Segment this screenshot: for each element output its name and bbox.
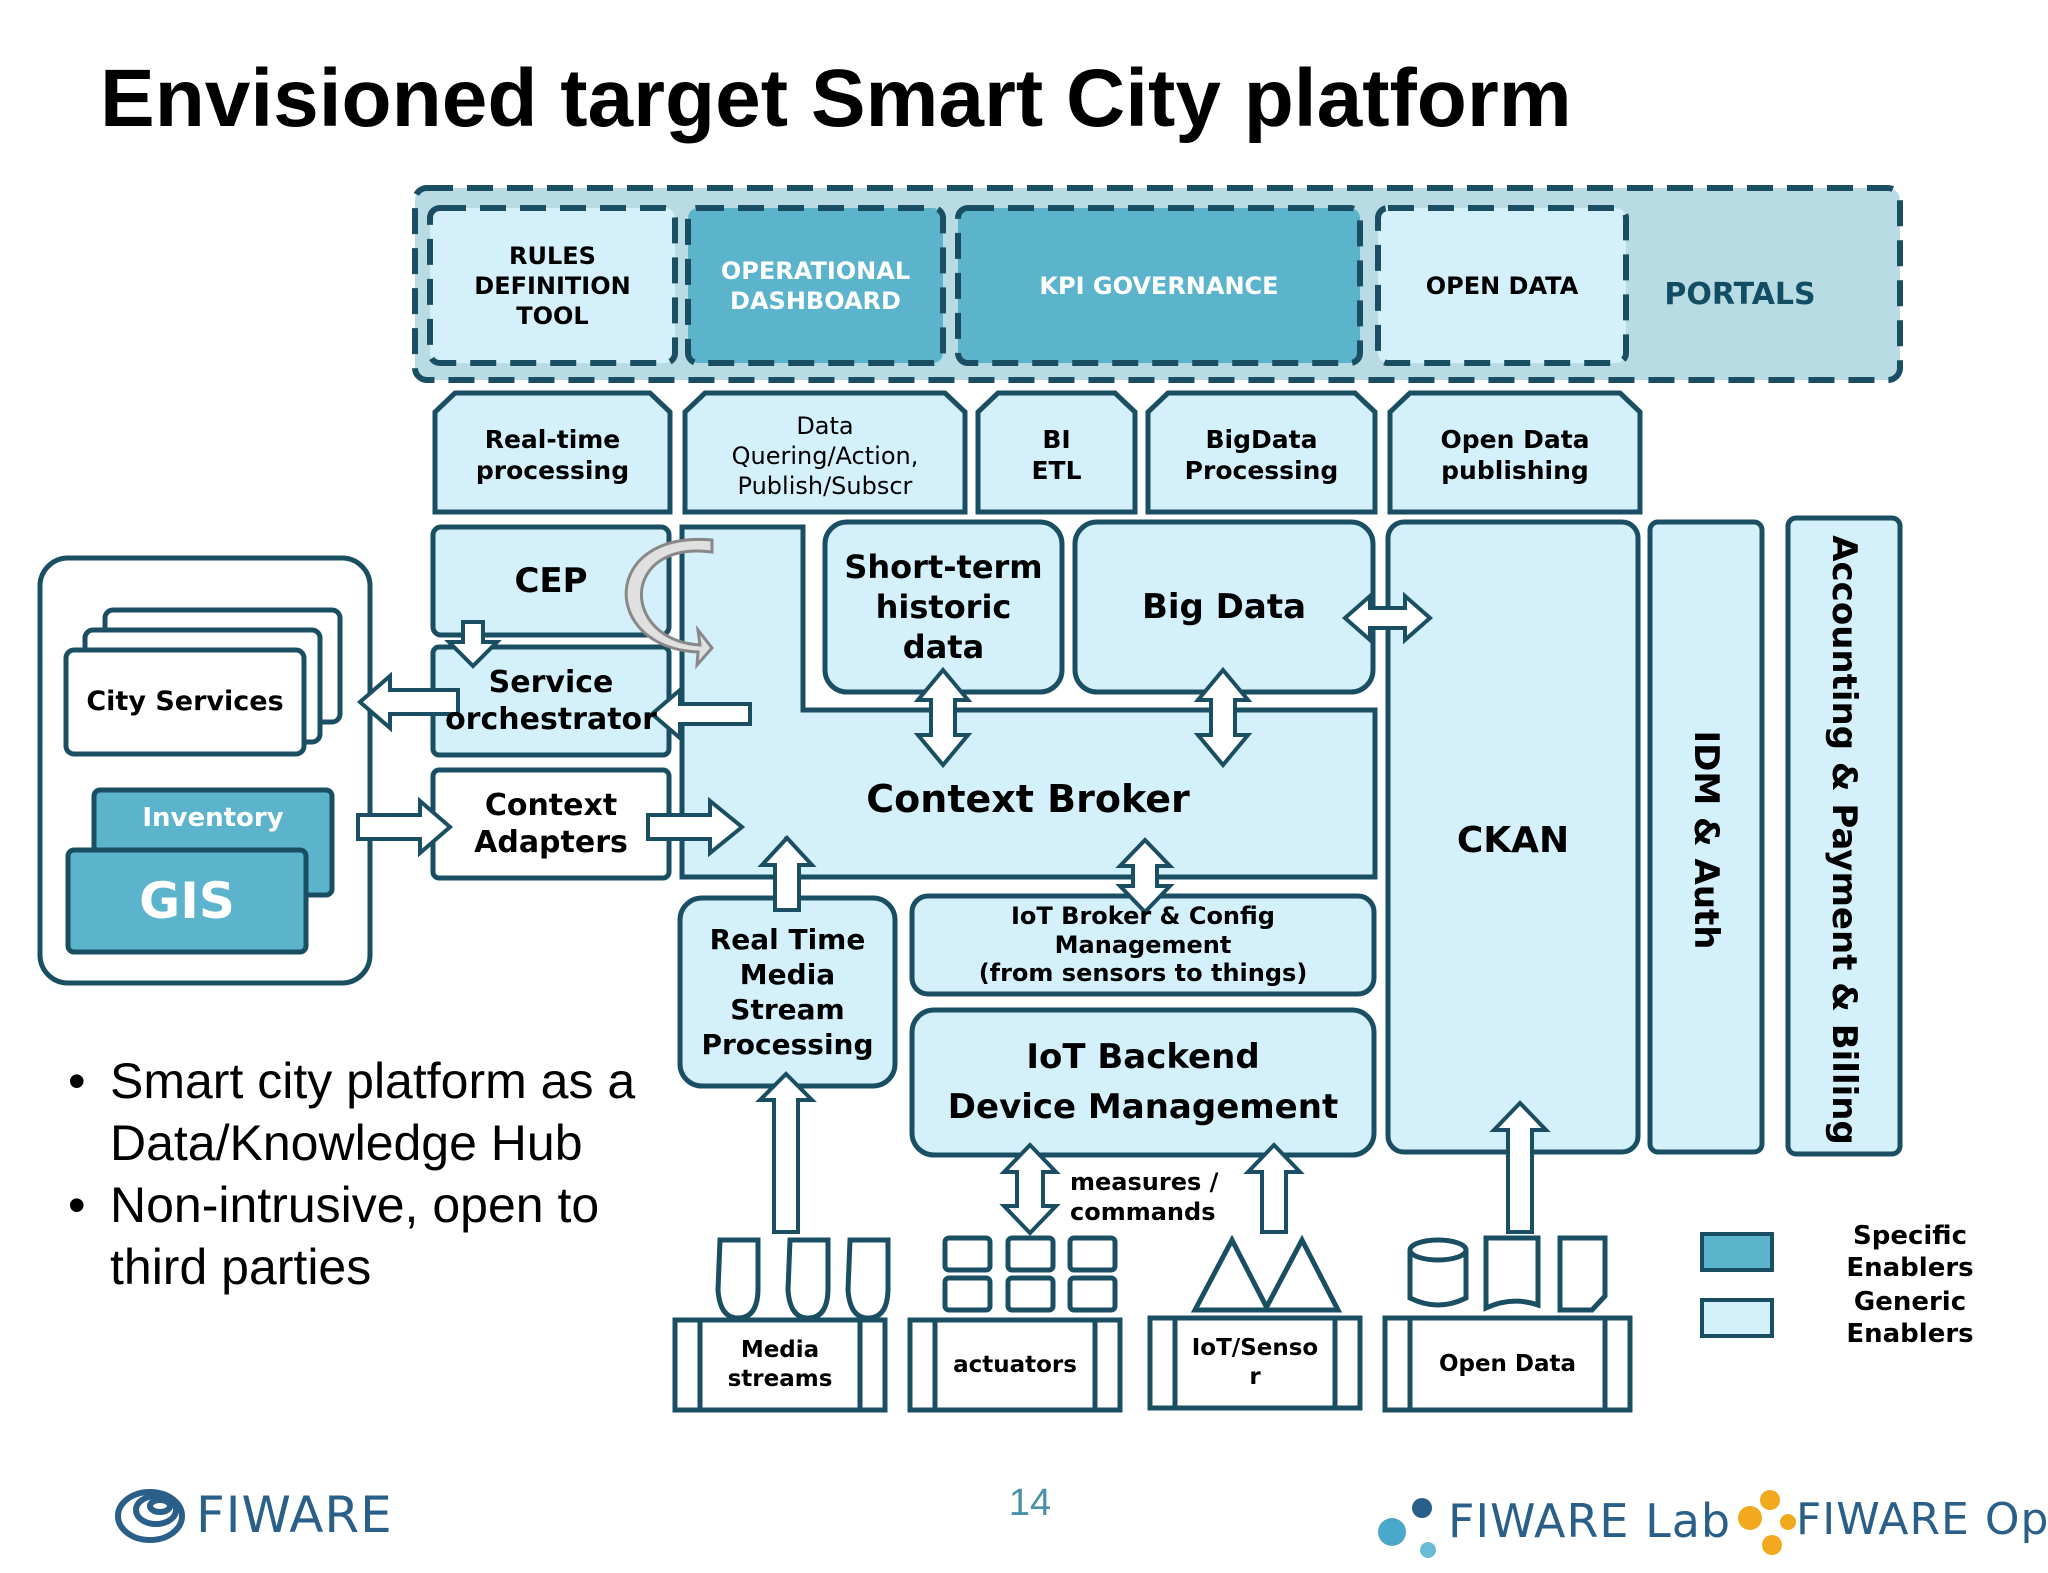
- rules-definition-label: RULES DEFINITION TOOL: [474, 241, 631, 330]
- inventory-label: Inventory: [142, 802, 284, 833]
- opendata-up-arrow: [1489, 1100, 1551, 1234]
- short-term-double-arrow: [913, 666, 973, 769]
- context-broker-label: Context Broker: [866, 777, 1190, 822]
- cep-label: CEP: [514, 560, 588, 601]
- idm-box: [1647, 519, 1765, 1155]
- media-disc-icon: [845, 1237, 891, 1321]
- actuator-grid-icon: [942, 1235, 1118, 1313]
- generic-enabler-swatch: [1700, 1298, 1774, 1338]
- media-up-arrow: [755, 1071, 817, 1234]
- measures-label: measures / commands: [1070, 1168, 1219, 1226]
- fiware-lab-logo-text: FIWARE Lab: [1448, 1494, 1732, 1548]
- big-data-label: Big Data: [1141, 586, 1307, 627]
- short-term-label: Short-term historic data: [844, 548, 1043, 666]
- city-services-box: [63, 647, 307, 757]
- actuators-label: actuators: [953, 1351, 1077, 1378]
- city-services-label: City Services: [86, 686, 284, 718]
- kpi-governance-label: KPI GOVERNANCE: [1039, 271, 1279, 300]
- orchestrator-left-arrow: [356, 671, 460, 733]
- gis-right-arrow: [356, 796, 454, 858]
- bigdata-processing-box: [1145, 390, 1378, 515]
- bigdata-processing-label: BigData Processing: [1184, 424, 1339, 485]
- gis-box: [65, 847, 309, 955]
- actuators-double-arrow: [999, 1142, 1061, 1236]
- specific-enabler-swatch: [1700, 1232, 1774, 1272]
- generic-enabler-label: Generic Enablers: [1846, 1286, 1974, 1350]
- bullet-item: Non-intrusive, open to third parties: [62, 1174, 682, 1298]
- accounting-label: Accounting & Payment & Billing: [1824, 535, 1864, 1145]
- open-data-source-box: [1382, 1315, 1633, 1413]
- media-streams-box: [672, 1317, 888, 1413]
- media-disc-icon: [785, 1237, 831, 1321]
- bullet-item: Smart city platform as a Data/Knowledge …: [62, 1050, 682, 1174]
- media-disc-icon: [715, 1237, 761, 1321]
- media-streams-label: Media streams: [727, 1337, 833, 1392]
- gis-label: GIS: [139, 871, 235, 930]
- iot-broker-label: IoT Broker & Config Management (from sen…: [978, 901, 1308, 988]
- open-data-portal-box: [1375, 205, 1629, 366]
- adapters-right-arrow: [646, 796, 746, 858]
- actuators-box: [907, 1317, 1123, 1413]
- open-data-publishing-box: [1387, 390, 1643, 515]
- sensor-triangle-icon: [1190, 1234, 1343, 1313]
- realtime-processing-box: [432, 390, 673, 515]
- fiware-ops-logo-icon: [1738, 1490, 1796, 1555]
- cep-box: [430, 524, 672, 638]
- ckan-label: CKAN: [1456, 819, 1570, 861]
- iot-sensor-label: IoT/Senso r: [1191, 1335, 1319, 1390]
- operational-dashboard-box: [685, 205, 946, 366]
- iot-sensor-box: [1147, 1315, 1363, 1411]
- realtime-processing-label: Real-time processing: [475, 424, 630, 485]
- open-data-portal-label: OPEN DATA: [1425, 271, 1579, 300]
- page-title: Envisioned target Smart City platform: [100, 53, 1572, 144]
- open-data-icons: [1407, 1235, 1608, 1313]
- bullet-list: Smart city platform as a Data/Knowledge …: [62, 1050, 682, 1298]
- broker-left-arrow: [648, 685, 752, 743]
- bi-etl-label: BI ETL: [1031, 424, 1082, 485]
- rt-media-label: Real Time Media Stream Processing: [701, 923, 874, 1061]
- big-data-double-arrow: [1193, 666, 1253, 769]
- portals-label: PORTALS: [1664, 277, 1816, 313]
- bigdata-ckan-arrow: [1341, 591, 1434, 645]
- context-broker-box: [679, 524, 1378, 880]
- fiware-logo-icon: [115, 1489, 185, 1543]
- bi-etl-box: [975, 390, 1138, 515]
- specific-enabler-label: Specific Enablers: [1846, 1220, 1974, 1284]
- fiware-ops-logo-text: FIWARE Ops: [1796, 1494, 2048, 1545]
- rules-definition-box: [427, 205, 678, 366]
- accounting-box: [1785, 515, 1903, 1157]
- broker-iot-double-arrow: [1115, 837, 1175, 915]
- fiware-lab-logo-icon: [1378, 1498, 1436, 1558]
- page-number: 14: [1008, 1482, 1052, 1524]
- sensor-up-arrow: [1243, 1142, 1305, 1234]
- cep-curved-arrow: [624, 537, 714, 670]
- open-data-publishing-label: Open Data publishing: [1440, 424, 1590, 485]
- context-adapters-label: Context Adapters: [474, 787, 628, 861]
- cep-down-arrow: [444, 620, 502, 669]
- operational-dashboard-label: OPERATIONAL DASHBOARD: [720, 256, 911, 315]
- iot-backend-label: IoT Backend Device Management: [947, 1037, 1339, 1127]
- data-query-box: [682, 390, 968, 515]
- idm-label: IDM & Auth: [1686, 730, 1726, 950]
- iot-backend-box: [909, 1007, 1377, 1158]
- open-data-source-label: Open Data: [1438, 1350, 1577, 1377]
- data-query-label: Data Quering/Action, Publish/Subscr: [731, 411, 919, 500]
- fiware-logo-text: FIWARE: [196, 1486, 393, 1544]
- kpi-governance-box: [955, 205, 1363, 366]
- service-orchestrator-label: Service orchestrator: [445, 664, 657, 738]
